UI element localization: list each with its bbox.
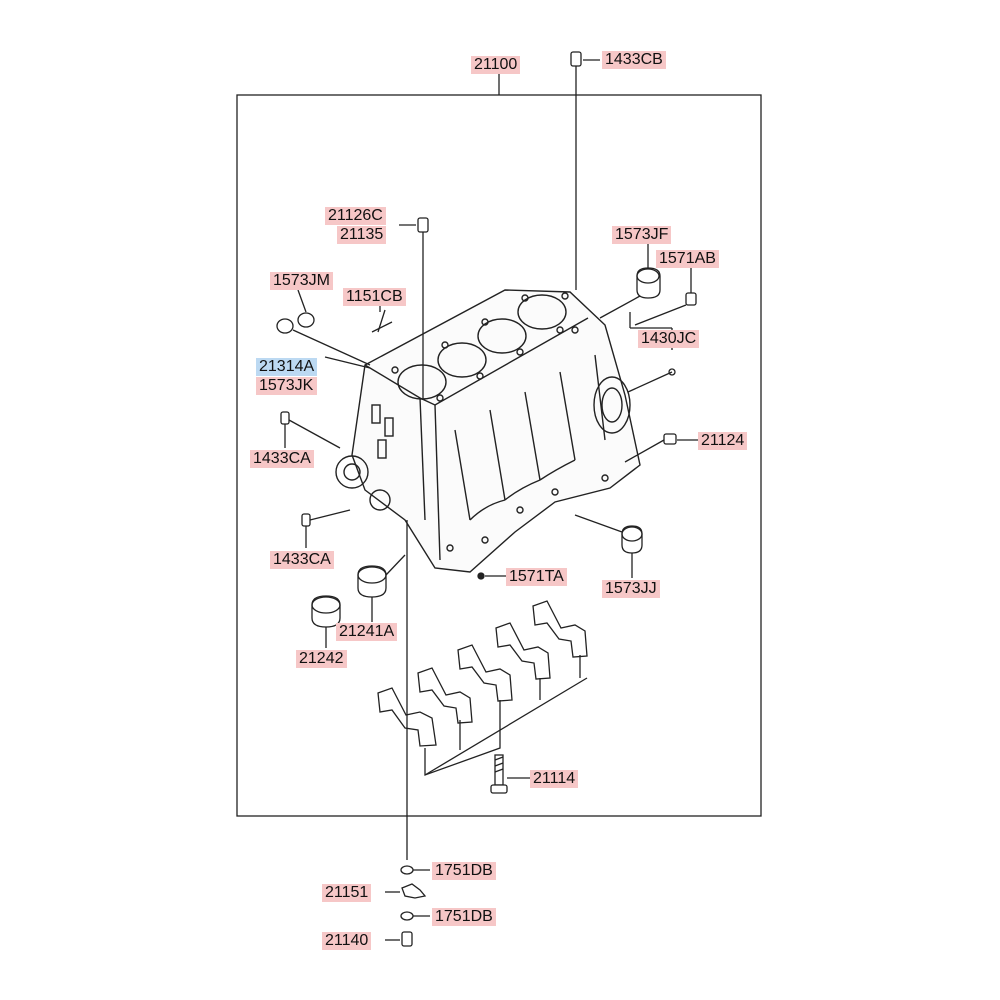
- callout-1751DB-top[interactable]: 1751DB: [432, 862, 496, 880]
- callout-21100[interactable]: 21100: [471, 56, 521, 74]
- callout-1430JC[interactable]: 1430JC: [638, 330, 700, 348]
- callout-21151[interactable]: 21151: [322, 884, 372, 902]
- callout-21140[interactable]: 21140: [322, 932, 372, 950]
- main-bearing-caps: [377, 600, 588, 747]
- callout-1433CA-top[interactable]: 1433CA: [250, 450, 314, 468]
- callout-1571AB[interactable]: 1571AB: [656, 250, 719, 268]
- callout-1433CA-bottom[interactable]: 1433CA: [270, 551, 334, 569]
- callout-1573JK[interactable]: 1573JK: [256, 377, 318, 395]
- callout-1573JM[interactable]: 1573JM: [270, 272, 333, 290]
- callout-21126C[interactable]: 21126C: [325, 207, 387, 225]
- cylinder-block: [335, 289, 641, 573]
- callout-21314A[interactable]: 21314A: [256, 358, 318, 376]
- callout-1151CB[interactable]: 1151CB: [343, 288, 406, 306]
- callout-21241A[interactable]: 21241A: [336, 623, 398, 641]
- callout-1573JF[interactable]: 1573JF: [612, 226, 672, 244]
- cap-bolt: [490, 754, 508, 794]
- callout-1433CB[interactable]: 1433CB: [602, 51, 666, 69]
- callout-group-21314A: 21314A 1573JK: [256, 358, 318, 395]
- callout-21124[interactable]: 21124: [698, 432, 748, 450]
- callout-21114[interactable]: 21114: [530, 770, 579, 788]
- callout-1571TA[interactable]: 1571TA: [506, 568, 567, 586]
- callout-group-21126C: 21126C 21135: [325, 207, 387, 244]
- callout-1751DB-bottom[interactable]: 1751DB: [432, 908, 496, 926]
- callout-21135[interactable]: 21135: [337, 226, 387, 244]
- callout-21242[interactable]: 21242: [296, 650, 347, 668]
- callout-1573JJ[interactable]: 1573JJ: [602, 580, 660, 598]
